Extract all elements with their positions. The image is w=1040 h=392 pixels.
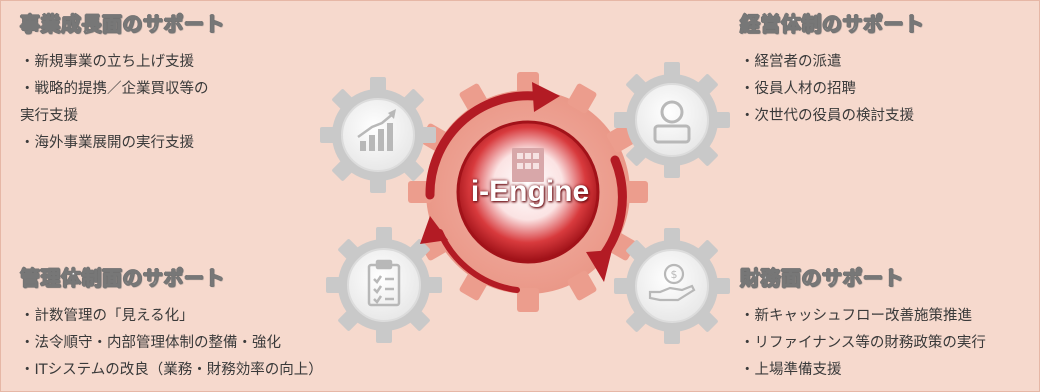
bar-chart-up-icon [357,109,396,151]
svg-text:$: $ [671,268,678,281]
gear-finance [613,227,731,345]
section-title: 事業成長面のサポート [20,12,226,37]
section-finance: 財務面のサポート ・新キャッシュフロー改善施策推進 ・リファイナンス等の財務政策… [740,262,986,384]
section-control-system: 管理体制面のサポート ・計数管理の「見える化」 ・法令順守・内部管理体制の整備・… [20,262,323,384]
item-list: ・経営者の派遣 ・役員人材の招聘 ・次世代の役員の検討支援 [740,49,925,130]
list-item: 実行支援 [20,108,78,124]
item-list: ・計数管理の「見える化」 ・法令順守・内部管理体制の整備・強化 ・ITシステムの… [20,303,323,384]
item-list: ・新キャッシュフロー改善施策推進 ・リファイナンス等の財務政策の実行 ・上場準備… [740,303,986,384]
item-list: ・新規事業の立ち上げ支援 ・戦略的提携／企業買収等の 実行支援 ・海外事業展開の… [20,49,225,157]
i-engine-core [456,120,600,264]
list-item: ・経営者の派遣 [740,54,842,70]
person-icon [653,100,691,144]
arrow-heads [420,82,612,282]
section-title: 管理体制面のサポート [20,266,225,291]
list-item: ・次世代の役員の検討支援 [740,108,914,124]
list-item: ・上場準備支援 [740,362,842,378]
section-management-structure: 経営体制のサポート ・経営者の派遣 ・役員人材の招聘 ・次世代の役員の検討支援 [740,8,925,130]
list-item: ・戦略的提携／企業買収等の [20,81,209,97]
list-item: ・新規事業の立ち上げ支援 [20,54,194,70]
list-item: ・ITシステムの改良（業務・財務効率の向上） [20,362,323,378]
i-engine-label: i-Engine [470,175,590,208]
gear-management [613,61,731,179]
clipboard-checklist-icon [367,259,401,307]
coin-hand-icon: $ [648,263,696,302]
list-item: ・新キャッシュフロー改善施策推進 [740,308,972,324]
list-item: ・計数管理の「見える化」 [20,308,194,324]
list-item: ・リファイナンス等の財務政策の実行 [740,335,986,351]
list-item: ・役員人材の招聘 [740,81,856,97]
section-business-growth: 事業成長面のサポート ・新規事業の立ち上げ支援 ・戦略的提携／企業買収等の 実行… [20,8,226,157]
gear-control [325,226,443,344]
list-item: ・海外事業展開の実行支援 [20,135,194,151]
section-title: 財務面のサポート [740,266,904,291]
building-icon [512,148,544,182]
list-item: ・法令順守・内部管理体制の整備・強化 [20,335,281,351]
section-title: 経営体制のサポート [740,12,925,37]
